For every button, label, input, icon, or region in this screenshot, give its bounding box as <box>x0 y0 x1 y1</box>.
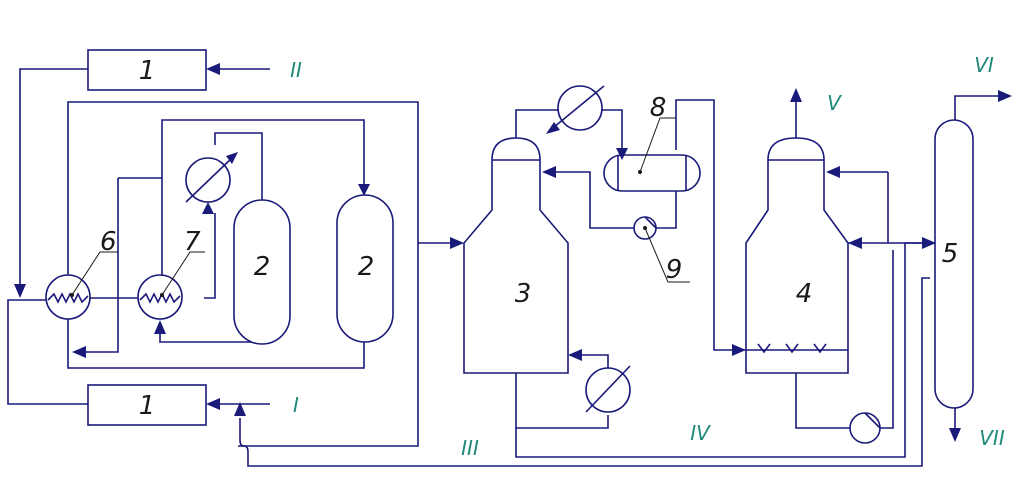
stream-labels: II I III IV V VI VII <box>290 53 1005 460</box>
arrow-to-6-bottom <box>72 346 86 358</box>
leader-lines <box>70 117 690 297</box>
label-column-5: 5 <box>942 239 959 269</box>
label-column-4: 4 <box>796 279 813 309</box>
arrow-heater-out <box>226 152 238 164</box>
stream-i: I <box>293 393 299 417</box>
label-reactor-right: 2 <box>358 252 375 282</box>
equipment <box>45 49 974 444</box>
stream-v: V <box>827 91 842 115</box>
column-4 <box>745 137 849 374</box>
arrow-vi-out <box>998 90 1012 102</box>
arrow-to-6-left <box>14 284 26 298</box>
heat-exchanger-6 <box>45 274 91 320</box>
label-reactor-left: 2 <box>254 252 271 282</box>
furnace-bottom <box>87 384 207 426</box>
arrows <box>14 63 1012 442</box>
label-pump-9: 9 <box>666 255 683 285</box>
arrow-i-up <box>234 402 246 416</box>
arrow-ii-in <box>206 63 220 75</box>
label-exchanger-7: 7 <box>184 227 201 257</box>
stream-iv: IV <box>690 421 711 445</box>
condenser-3 <box>547 85 605 133</box>
stream-iii: III <box>461 436 479 460</box>
pipes <box>7 68 1000 467</box>
arrow-reflux-3 <box>542 166 556 178</box>
furnace-top <box>87 49 207 91</box>
reboiler-3 <box>585 365 631 413</box>
stream-ii: II <box>290 58 302 82</box>
arrow-to-column-4 <box>732 344 746 356</box>
heater-circle <box>185 155 235 203</box>
arrow-v-out <box>790 88 802 102</box>
stream-vii: VII <box>979 426 1005 450</box>
arrow-vii-out <box>949 428 961 442</box>
arrow-to-separator <box>616 148 628 160</box>
reactor-2-right <box>336 194 394 343</box>
separator-8 <box>603 154 701 192</box>
label-exchanger-6: 6 <box>100 227 117 257</box>
heat-exchanger-7 <box>137 274 183 320</box>
label-furnace-bottom: 1 <box>139 391 156 421</box>
reactor-2-left <box>233 199 291 345</box>
stream-vi: VI <box>974 53 994 77</box>
column-3 <box>463 137 569 374</box>
arrow-to-reactor-right <box>358 184 370 196</box>
arrow-i-in <box>206 398 220 410</box>
arrow-condenser-out <box>546 122 560 134</box>
arrow-reboiler-return <box>568 349 582 361</box>
label-separator-8: 8 <box>650 93 667 123</box>
arrow-reflux-4 <box>826 166 840 178</box>
equipment-labels: 1 1 6 7 2 2 3 8 9 4 5 <box>100 56 958 421</box>
label-furnace-top: 1 <box>139 56 156 86</box>
label-column-3: 3 <box>515 279 532 309</box>
pump-4 <box>849 412 881 444</box>
arrow-to-column-3 <box>450 237 464 249</box>
arrow-feed-4 <box>848 237 862 249</box>
arrow-to-7-bottom <box>154 320 166 334</box>
arrow-iv-to-5 <box>922 237 936 249</box>
column-5 <box>934 119 974 409</box>
arrow-to-heater <box>202 202 214 214</box>
